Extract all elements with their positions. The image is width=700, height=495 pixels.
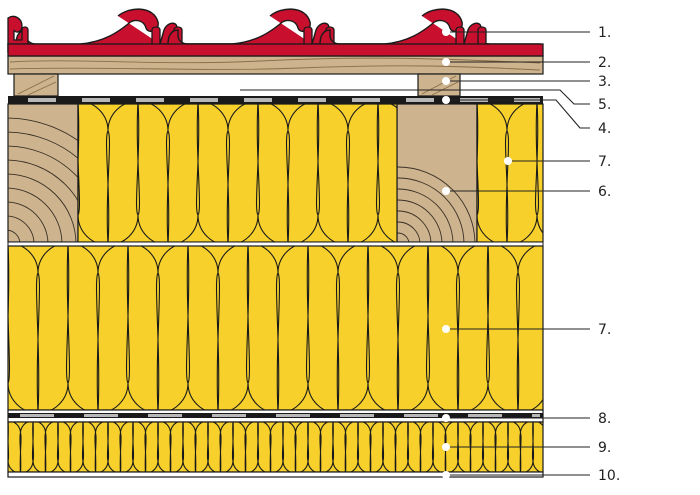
tile-hook bbox=[151, 26, 161, 44]
membrane-dash bbox=[352, 98, 380, 102]
membrane-dash bbox=[276, 414, 310, 417]
callout-label: 4. bbox=[598, 121, 611, 137]
callout-dot bbox=[504, 157, 512, 165]
callout: 7. bbox=[442, 322, 611, 338]
callout: 9. bbox=[442, 440, 611, 456]
membrane-dash bbox=[28, 98, 56, 102]
growth-ring bbox=[397, 166, 476, 242]
vapour-barrier bbox=[7, 409, 544, 423]
membrane-dash bbox=[340, 414, 374, 417]
callouts: 1. 2. 3. 5. 4. 7. 6. 7. 8. 9. 10. bbox=[232, 25, 620, 484]
membrane-dash bbox=[404, 414, 438, 417]
membrane-dash bbox=[468, 414, 502, 417]
growth-ring bbox=[397, 177, 465, 242]
rafter-left bbox=[7, 103, 79, 243]
membrane-dash bbox=[136, 98, 164, 102]
callout-dot bbox=[442, 187, 450, 195]
tile-hook bbox=[477, 26, 487, 44]
callout-label: 2. bbox=[598, 55, 611, 71]
callout-label: 3. bbox=[598, 74, 611, 90]
callout: 2. bbox=[442, 55, 611, 71]
callout-dot bbox=[442, 28, 450, 36]
board-layer bbox=[7, 55, 544, 75]
callout: 10. bbox=[442, 468, 620, 484]
callout: 4. bbox=[442, 96, 611, 137]
callout: 6. bbox=[442, 184, 611, 200]
membrane-dash bbox=[148, 414, 182, 417]
growth-ring bbox=[397, 188, 454, 242]
membrane-dash bbox=[406, 98, 434, 102]
callout: 5. bbox=[232, 86, 611, 113]
membrane-dash bbox=[212, 414, 246, 417]
callout-dot bbox=[442, 414, 450, 422]
growth-ring bbox=[397, 210, 432, 242]
board-grain bbox=[9, 65, 541, 71]
callout: 7. bbox=[504, 154, 611, 170]
callout-label: 7. bbox=[598, 154, 611, 170]
callout-label: 7. bbox=[598, 322, 611, 338]
rafter-right bbox=[396, 103, 478, 243]
roof-tiles bbox=[7, 8, 544, 57]
board-strip bbox=[7, 55, 544, 75]
callout: 8. bbox=[442, 411, 611, 427]
callout-leader-line bbox=[236, 89, 590, 105]
callout-label: 8. bbox=[598, 411, 611, 427]
callout-label: 1. bbox=[598, 25, 611, 41]
callout-label: 9. bbox=[598, 440, 611, 456]
membrane-dash bbox=[84, 414, 118, 417]
roof-tile bbox=[311, 8, 541, 53]
callout: 3. bbox=[442, 74, 611, 90]
membrane-dash bbox=[244, 98, 272, 102]
growth-ring bbox=[397, 199, 443, 242]
tile-base-band bbox=[7, 43, 544, 57]
callout-dot bbox=[442, 96, 450, 104]
callout-dot bbox=[442, 325, 450, 333]
membrane-dash bbox=[82, 98, 110, 102]
membrane-dash bbox=[298, 98, 326, 102]
callout-dot bbox=[442, 443, 450, 451]
callout-leader-line bbox=[446, 99, 590, 129]
callout-label: 10. bbox=[598, 468, 620, 484]
callout-dot bbox=[232, 86, 240, 94]
membrane-dash bbox=[20, 414, 54, 417]
insulation-upper bbox=[77, 103, 544, 243]
batten-grain bbox=[421, 75, 459, 96]
callout-dot bbox=[442, 77, 450, 85]
callout-label: 5. bbox=[598, 97, 611, 113]
growth-ring bbox=[397, 221, 421, 242]
insulation-middle bbox=[7, 245, 544, 411]
membrane-dash bbox=[532, 414, 540, 417]
batten-grain bbox=[17, 75, 57, 96]
roof-tile-partial bbox=[7, 15, 29, 45]
callout-label: 6. bbox=[598, 184, 611, 200]
callout-dot bbox=[442, 471, 450, 479]
callout: 1. bbox=[442, 25, 611, 41]
membrane-dash bbox=[190, 98, 218, 102]
tile-hook bbox=[455, 26, 465, 44]
callout-dot bbox=[442, 58, 450, 66]
separator-line bbox=[7, 241, 544, 247]
growth-ring bbox=[397, 232, 410, 242]
tile-hook bbox=[303, 26, 313, 44]
